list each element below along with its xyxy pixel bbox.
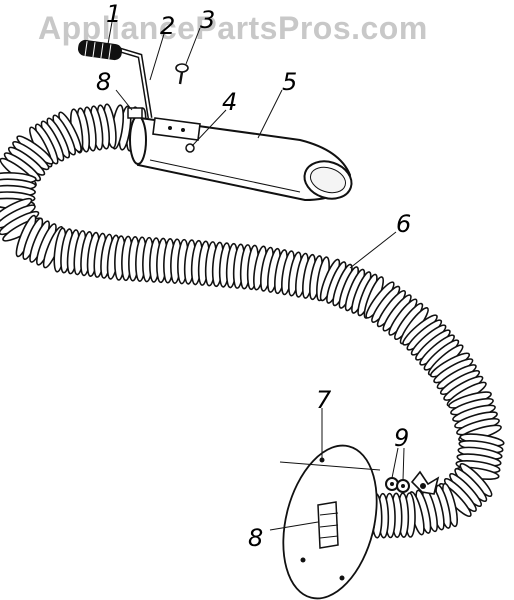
washers[interactable] bbox=[385, 477, 410, 493]
screw[interactable] bbox=[175, 63, 189, 85]
hose-clamp-top[interactable] bbox=[127, 107, 147, 165]
leader-lines bbox=[107, 21, 405, 531]
flexible-hose[interactable] bbox=[0, 103, 505, 539]
wall-plate[interactable] bbox=[268, 436, 391, 600]
callout-8-top: 8 bbox=[96, 68, 111, 96]
callout-3: 3 bbox=[200, 6, 215, 34]
handle-rod[interactable] bbox=[119, 47, 153, 119]
watermark: AppliancePartsPros.com bbox=[38, 10, 428, 46]
handle-grip[interactable] bbox=[77, 39, 123, 61]
callout-8-bottom: 8 bbox=[248, 524, 263, 552]
callout-4: 4 bbox=[222, 88, 237, 116]
callout-1: 1 bbox=[106, 0, 121, 28]
callout-7: 7 bbox=[316, 386, 332, 414]
callout-9: 9 bbox=[394, 424, 409, 452]
wing-nut[interactable] bbox=[410, 470, 440, 495]
callout-5: 5 bbox=[282, 68, 297, 96]
callout-2: 2 bbox=[160, 12, 175, 40]
callout-6: 6 bbox=[396, 210, 411, 238]
